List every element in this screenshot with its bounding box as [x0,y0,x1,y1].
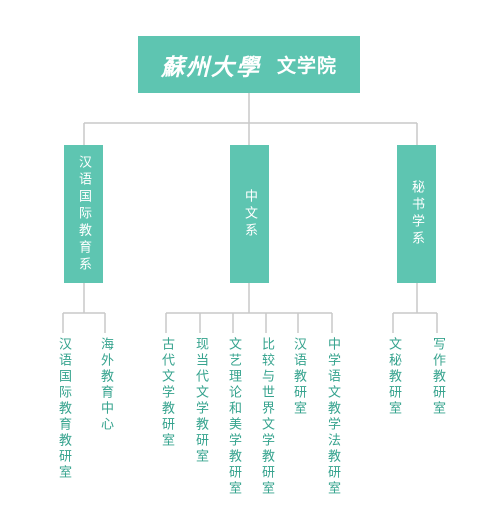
leaf-node: 古代文学教研室 [159,337,174,449]
leaf-node: 比较与世界文学教研室 [259,337,274,497]
dept-label: 汉语国际教育系 [76,154,91,274]
root-node-college: 蘇州大學 文学院 [138,36,360,93]
dept-label: 中文系 [242,188,257,240]
leaf-node: 写作教研室 [430,337,445,417]
dept-node-secretarial-studies: 秘书学系 [397,145,436,283]
leaf-node: 海外教育中心 [98,337,113,433]
leaf-node: 文秘教研室 [386,337,401,417]
dept-label: 秘书学系 [409,180,424,248]
dept-node-chinese-international-education: 汉语国际教育系 [64,145,103,283]
leaf-node: 汉语教研室 [291,337,306,417]
leaf-node: 文艺理论和美学教研室 [226,337,241,497]
leaf-node: 中学语文教学法教研室 [325,337,340,497]
dept-node-chinese-language: 中文系 [230,145,269,283]
leaf-node: 汉语国际教育教研室 [56,337,71,481]
leaf-node: 现当代文学教研室 [193,337,208,465]
college-name: 文学院 [276,55,337,77]
university-logo-text: 蘇州大學 [160,53,261,81]
